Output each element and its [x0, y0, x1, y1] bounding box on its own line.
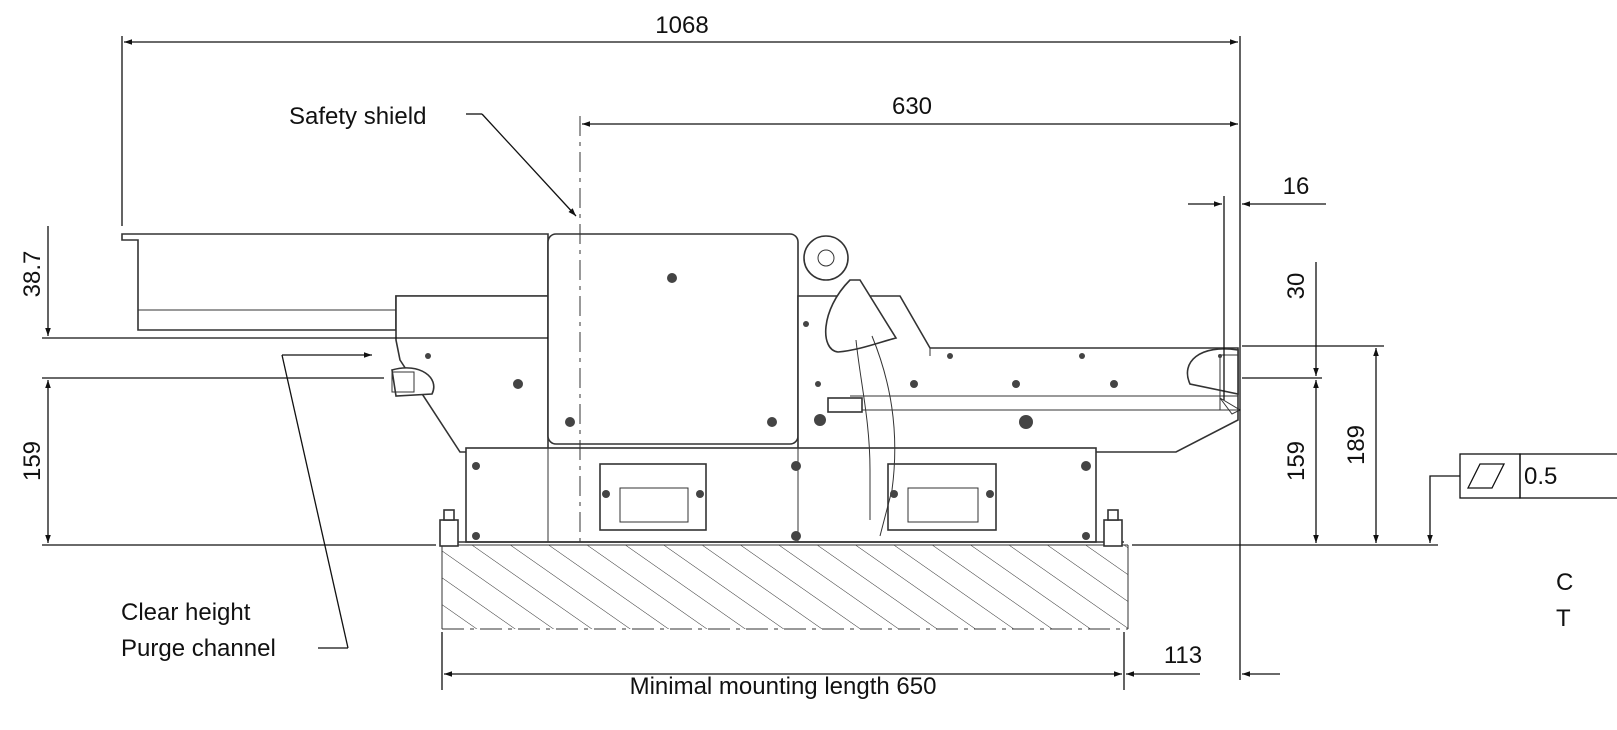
dim-shield-to-end-label: 630: [892, 93, 932, 120]
mounting-base: [442, 545, 1128, 629]
mounting-length-label: Minimal mounting length 650: [630, 673, 937, 700]
safety-shield-label: Safety shield: [289, 103, 426, 130]
clear-height-label-2: Purge channel: [121, 635, 276, 662]
flatness-icon: [1466, 463, 1506, 489]
dim-overall-length-label: 1068: [655, 12, 708, 39]
dim-shield-to-end: 630: [582, 93, 1238, 127]
dim-end-offset-label: 16: [1283, 173, 1310, 200]
dim-end-to-mount-label: 113: [1164, 642, 1202, 669]
cut-off-text-2: T: [1556, 605, 1571, 632]
clear-height-label-1: Clear height: [121, 599, 251, 626]
dim-left-heights: 38.7 159: [19, 226, 548, 546]
dim-height-left-label: 159: [19, 441, 46, 481]
dim-right-heights: 30 159 189: [1132, 262, 1438, 546]
cut-off-text-1: C: [1556, 569, 1573, 596]
dim-top-height-right-label: 30: [1283, 273, 1310, 300]
clear-height-callout: Clear height Purge channel: [121, 352, 372, 662]
safety-shield-callout: Safety shield: [289, 103, 577, 217]
dim-overall-length: 1068: [121, 12, 1241, 680]
dim-mounting-length: Minimal mounting length 650 113: [441, 632, 1280, 700]
dim-total-height-right-label: 189: [1343, 425, 1370, 465]
flatness-tolerance: 0.5: [1427, 453, 1617, 543]
flatness-value: 0.5: [1524, 463, 1557, 490]
dim-end-offset: 16: [1188, 173, 1326, 400]
dim-top-height-left-label: 38.7: [19, 251, 46, 298]
dim-height-right-label: 159: [1283, 441, 1310, 481]
conveyor-machine: [121, 233, 1242, 547]
